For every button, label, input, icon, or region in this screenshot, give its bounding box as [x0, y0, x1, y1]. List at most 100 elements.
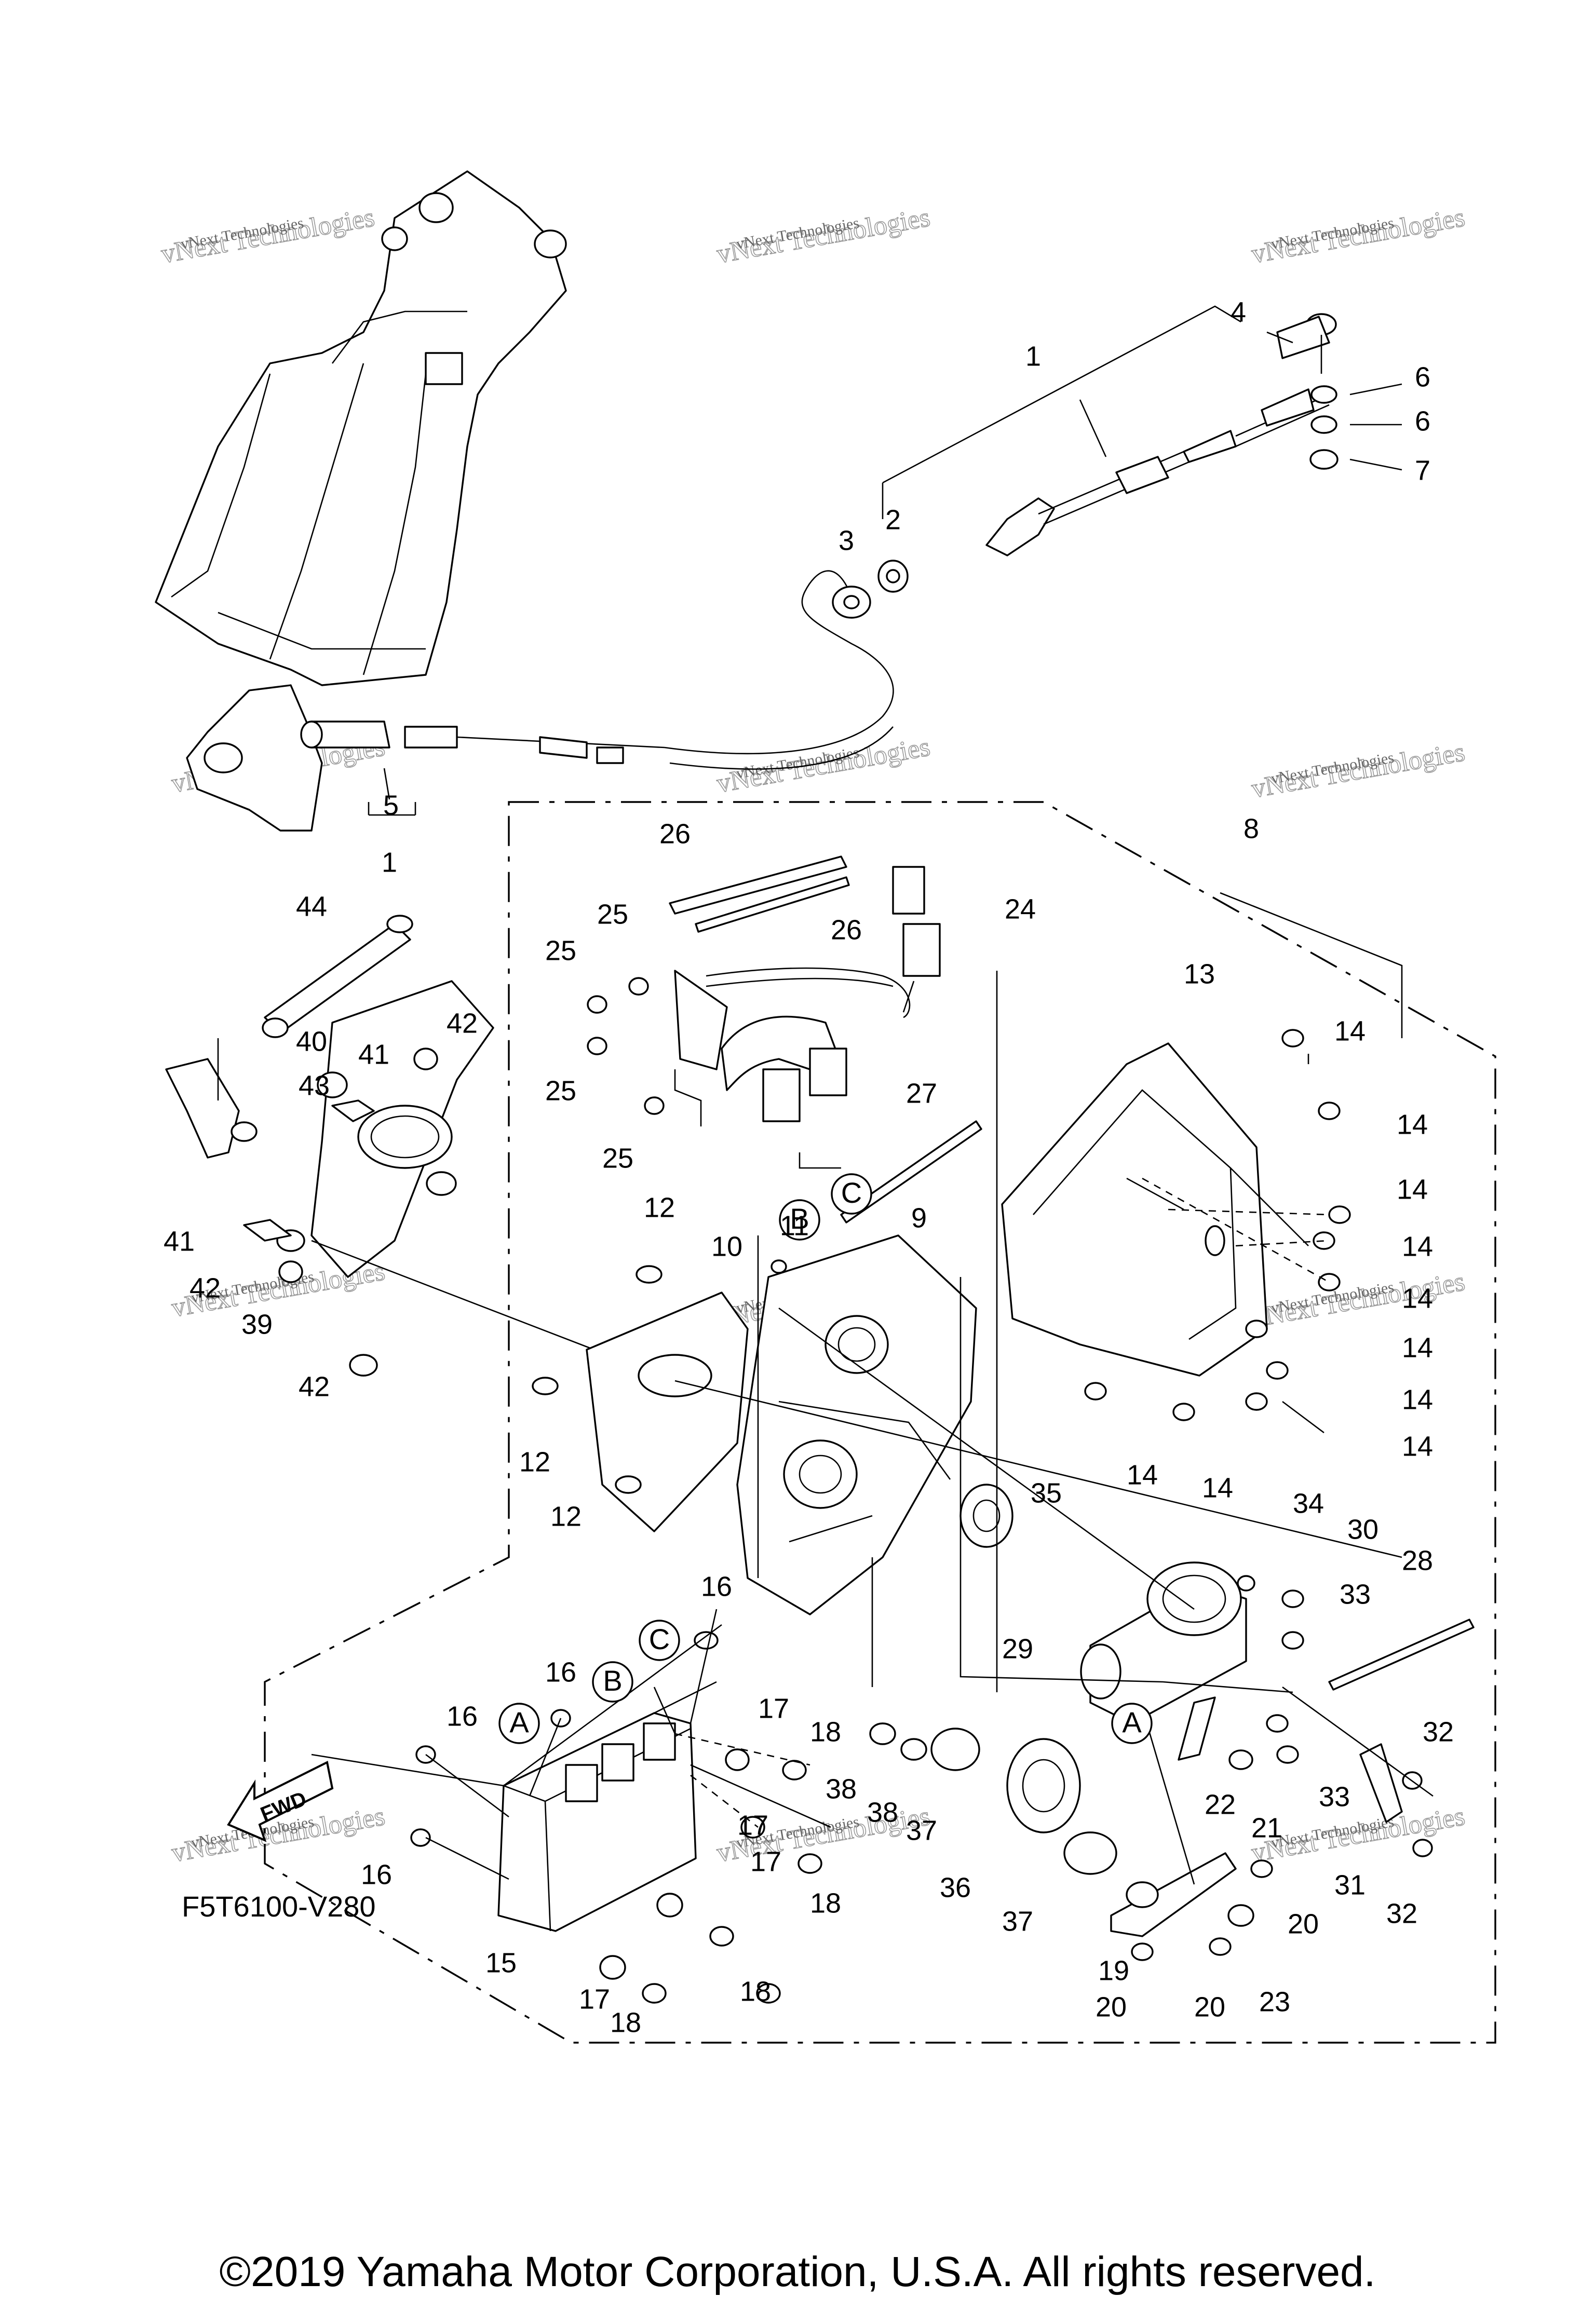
cover [1001, 1042, 1268, 1377]
part-label: 41 [358, 1039, 389, 1070]
part-label: 31 [1334, 1869, 1366, 1900]
fwd-arrow-icon: FWD [223, 1757, 337, 1845]
part-label: 9 [911, 1202, 927, 1233]
part-label: 7 [1415, 455, 1430, 486]
part-label: 14 [1127, 1459, 1158, 1490]
diagram-code: F5T6100-V280 [182, 1890, 376, 1923]
part-label: 27 [906, 1078, 937, 1109]
jet-nozzle-housing [155, 170, 567, 832]
part-label: 25 [545, 1075, 576, 1106]
controller-unit [497, 1712, 697, 1932]
part-label: 12 [550, 1501, 582, 1532]
part-label: 15 [485, 1947, 517, 1978]
part-label: 37 [1002, 1906, 1033, 1937]
part-label: 14 [1402, 1283, 1433, 1314]
part-label: 13 [1184, 958, 1215, 989]
steering-cable [300, 313, 1339, 770]
part-label: 1 [1025, 341, 1041, 372]
part-label: 29 [1002, 1633, 1033, 1664]
part-label: 25 [602, 1143, 633, 1174]
part-label: 26 [659, 818, 691, 849]
part-label: 30 [1347, 1514, 1378, 1545]
part-label: 17 [579, 1983, 610, 2015]
part-label: 20 [1288, 1908, 1319, 1939]
part-label: 18 [810, 1887, 841, 1919]
part-label: 42 [190, 1272, 221, 1303]
part-label: 26 [831, 914, 862, 945]
part-label: 2 [885, 504, 901, 535]
part-label: 42 [447, 1008, 478, 1039]
callout-markers: A B C B C A [498, 1173, 1153, 1744]
part-label: 22 [1205, 1789, 1236, 1820]
part-label: 36 [940, 1872, 971, 1903]
part-label: 43 [299, 1070, 330, 1101]
part-label: 16 [545, 1656, 576, 1688]
callout-label: B [790, 1202, 809, 1235]
gear-drive [869, 1484, 1403, 1937]
callout-label: C [649, 1623, 670, 1655]
part-label: 33 [1340, 1579, 1371, 1610]
leader-lines [311, 305, 1434, 1885]
part-label: 35 [1031, 1477, 1062, 1508]
part-label: 21 [1251, 1812, 1282, 1843]
part-label: 28 [1402, 1545, 1433, 1576]
part-label: 41 [164, 1226, 195, 1257]
part-label: 14 [1402, 1384, 1433, 1415]
part-label: 14 [1334, 1015, 1366, 1047]
part-label: 25 [597, 899, 628, 930]
part-label: 24 [1005, 893, 1036, 925]
part-label: 16 [701, 1571, 732, 1602]
part-label: 37 [906, 1815, 937, 1846]
callout-label: B [603, 1664, 622, 1697]
part-label: 17 [758, 1693, 789, 1724]
part-label: 6 [1415, 405, 1430, 437]
part-label: 11 [780, 1210, 809, 1241]
part-label: 18 [740, 1976, 771, 2007]
part-label: 20 [1194, 1991, 1225, 2022]
part-label: 8 [1243, 813, 1259, 844]
part-label: 16 [447, 1701, 478, 1732]
part-label: 14 [1202, 1472, 1233, 1503]
part-label: 18 [810, 1716, 841, 1747]
part-label: 6 [1415, 361, 1430, 392]
copyright-notice: ©2019 Yamaha Motor Corporation, U.S.A. A… [219, 2248, 1376, 2295]
part-label: 5 [383, 790, 399, 821]
link-and-bracket [165, 915, 675, 1382]
part-label: 12 [644, 1192, 675, 1223]
part-label: 33 [1319, 1781, 1350, 1812]
wire-harness [669, 855, 1475, 1691]
part-label: 34 [1293, 1488, 1324, 1519]
part-label: 18 [610, 2007, 641, 2038]
part-label: 38 [867, 1797, 898, 1828]
part-label: 1 [382, 847, 397, 878]
part-label: 3 [839, 525, 854, 556]
part-label: 14 [1402, 1431, 1433, 1462]
part-label: 10 [711, 1231, 742, 1262]
part-label: 14 [1402, 1332, 1433, 1363]
part-label: 32 [1386, 1898, 1417, 1929]
part-label: 17 [737, 1810, 768, 1841]
fasteners [410, 977, 1433, 2004]
main-case [586, 1234, 977, 1615]
part-label: 14 [1397, 1109, 1428, 1140]
callout-label: A [1122, 1706, 1142, 1738]
part-number-labels: 1 1 2 3 4 5 6 6 7 8 9 10 11 12 12 12 13 … [164, 296, 1454, 2038]
callout-label: C [841, 1176, 862, 1209]
part-label: 4 [1231, 296, 1246, 328]
part-label: 40 [296, 1026, 327, 1057]
part-label: 32 [1423, 1716, 1454, 1747]
part-label: 14 [1397, 1174, 1428, 1205]
part-label: 17 [750, 1846, 781, 1877]
part-label: 19 [1098, 1955, 1129, 1986]
part-label: 12 [519, 1446, 550, 1477]
part-label: 14 [1402, 1231, 1433, 1262]
callout-label: A [509, 1706, 529, 1738]
part-label: 44 [296, 891, 327, 922]
part-label: 38 [826, 1773, 857, 1804]
part-label: 20 [1096, 1991, 1127, 2022]
part-label: 39 [241, 1309, 273, 1340]
part-label: 16 [361, 1859, 392, 1890]
part-label: 42 [299, 1371, 330, 1402]
part-label: 23 [1259, 1986, 1290, 2017]
